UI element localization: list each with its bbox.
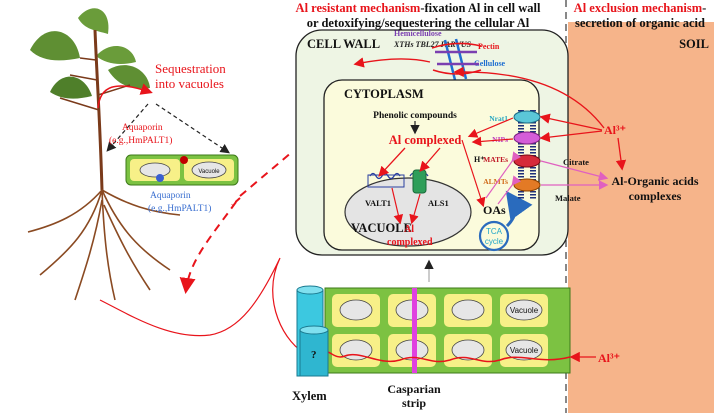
small-vacuole-label: Vacuole: [198, 169, 220, 175]
soil-al3-label: Al³⁺: [604, 123, 626, 137]
cellulose-label: Cellulose: [474, 59, 506, 68]
aquaporin-red-label-1: Aquaporin: [122, 123, 163, 133]
vacuole-al-label: Al: [404, 224, 414, 235]
mates-label: MATEs: [483, 155, 508, 164]
complexes-label-1: Al-Organic acids: [612, 174, 699, 188]
vacuole-complexed-label: complexed: [387, 237, 433, 248]
sequestration-label-2: into vacuoles: [155, 76, 224, 91]
tca-label-1: TCA: [486, 227, 503, 236]
casparian-label-2: strip: [402, 396, 426, 410]
aquaporin-red-label-2: (e.g.,HmPALT1): [109, 135, 172, 146]
question-mark: ?: [311, 349, 317, 361]
valt1-label: VALT1: [365, 198, 391, 208]
h-plus-label: H⁺: [474, 155, 484, 164]
soil-region: [568, 22, 714, 413]
cytoplasm-title: CYTOPLASM: [344, 87, 424, 101]
sequestration-label-1: Sequestration: [155, 61, 226, 76]
root-vacuole-label-2: Vacuole: [510, 346, 539, 355]
gene-list: XTHs TBL27 PARVUS: [393, 40, 472, 49]
resistant-header-line2: or detoxifying/sequestering the cellular…: [307, 16, 530, 30]
hemicellulose-label: Hemicellulose: [394, 29, 442, 38]
nrat1-label: Nrat1: [489, 114, 508, 123]
almts-label: ALMTs: [483, 177, 508, 186]
aquaporin-blue-label-2: (e.g.,HmPALT1): [148, 203, 211, 214]
casparian-strip: [412, 288, 417, 373]
aquaporin-blue-label-1: Aquaporin: [150, 191, 191, 201]
tca-cycle: [478, 220, 510, 252]
als1-label: ALS1: [428, 198, 449, 208]
oas-label: OAs: [483, 203, 506, 217]
vacuole-label: VACUOLE: [351, 221, 412, 235]
soil-title: SOIL: [679, 37, 709, 51]
xylem-label: Xylem: [292, 389, 327, 403]
complexes-label-2: complexes: [629, 189, 682, 203]
exclusion-header: Al exclusion mechanism-: [574, 1, 707, 15]
exclusion-header-line2: secretion of organic acid: [575, 16, 705, 30]
plant-illustration: [27, 8, 181, 301]
resistant-header: Al resistant mechanism-fixation Al in ce…: [296, 1, 541, 15]
malate-label: Malate: [555, 193, 581, 203]
als1-transporter: [412, 169, 427, 194]
casparian-label-1: Casparian: [387, 382, 441, 396]
phenolic-label: Phenolic compounds: [373, 111, 457, 121]
tca-label-2: cycle: [485, 237, 504, 246]
cytoplasm-vacuole: [344, 177, 472, 247]
small-cells: [125, 154, 239, 186]
root-vacuole-label-1: Vacuole: [510, 306, 539, 315]
citrate-label: Citrate: [563, 157, 589, 167]
cell-wall-title: CELL WALL: [307, 37, 380, 51]
pectin-label: Pectin: [478, 42, 500, 51]
xylem-vessels: [296, 285, 329, 377]
cell-wall-mesh: [431, 38, 482, 81]
root-al3-label: Al³⁺: [598, 351, 620, 365]
al-complexed-label: Al complexed: [389, 133, 462, 147]
root-cross-section: [324, 287, 571, 374]
